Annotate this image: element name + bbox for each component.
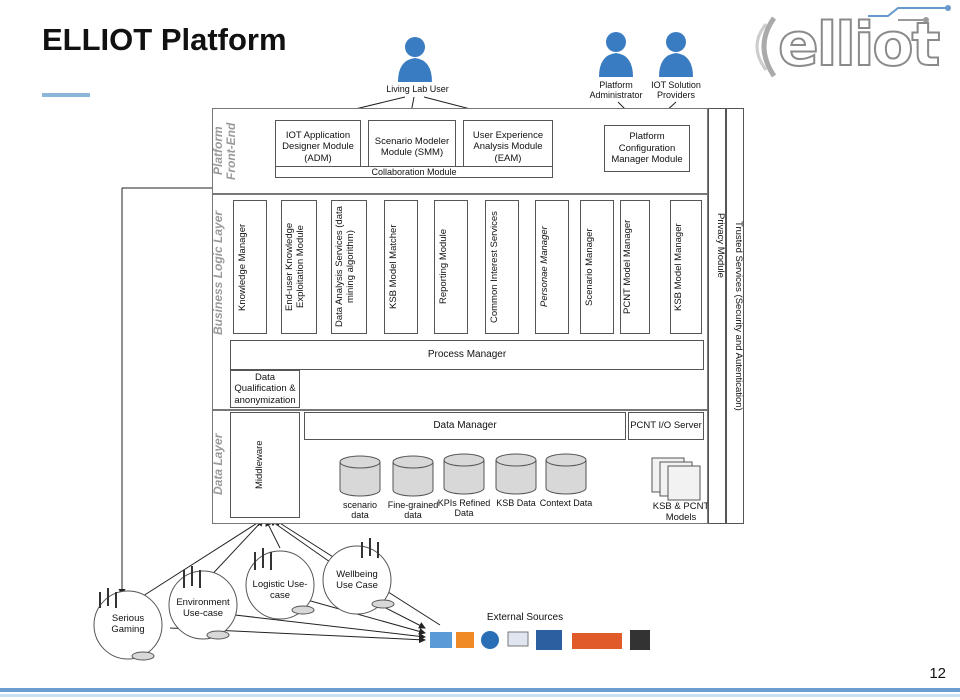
slide-title: ELLIOT Platform: [42, 22, 287, 57]
mail-icon: [507, 631, 529, 647]
db-ksb-label: KSB Data: [496, 498, 536, 508]
platform-admin-icon: [599, 32, 633, 77]
db-scenario-label: scenario data: [342, 500, 378, 521]
logo-text: elliot: [777, 9, 941, 81]
serious-gaming-circle: [93, 590, 163, 660]
db-ksb-body: [495, 460, 537, 495]
logo-graphic: [755, 5, 951, 78]
globe-icon: [481, 631, 499, 649]
external-sources: External Sources: [486, 612, 564, 623]
title-underline: [42, 93, 90, 97]
common-interest-box: [485, 200, 519, 334]
scenario-manager-box: [580, 200, 614, 334]
models-stack-icon: [651, 457, 701, 501]
iot-providers-icon: [659, 32, 693, 77]
db-context-label: Context Data: [539, 498, 593, 508]
folder-icon: [430, 632, 452, 648]
db-context-body: [545, 460, 587, 495]
page-number: 12: [929, 665, 946, 682]
data-qualification: Data Qualification & anonymization: [230, 370, 300, 408]
ksb-manager-box: [670, 200, 702, 334]
ksb-matcher-box: [384, 200, 418, 334]
db-kpi-label: KPIs Refined Data: [437, 498, 491, 519]
elliot-logo: elliot: [748, 2, 956, 90]
db-fine-body: [392, 462, 434, 497]
trusted-bar: [726, 108, 744, 524]
environment-circle: [168, 570, 238, 640]
serious-gaming: Serious Gaming: [111, 613, 145, 635]
data-manager: Data Manager: [304, 412, 626, 440]
privacy-module: Privacy Module: [715, 212, 726, 278]
process-manager: Process Manager: [230, 340, 704, 370]
adm-module: IOT Application Designer Module (ADM): [275, 120, 361, 174]
db-kpi-body: [443, 460, 485, 495]
reporting-box: [434, 200, 468, 334]
footer-bar: [0, 688, 960, 692]
smm-module: Scenario Modeler Module (SMM): [368, 120, 456, 174]
data-analysis-box: [331, 200, 367, 334]
wellbeing-use-case: Wellbeing Use Case: [336, 569, 378, 591]
knowledge-manager-box: [233, 200, 267, 334]
wellbeing-circle: [322, 545, 392, 615]
platform-admin-label: Platform Administrator: [589, 80, 643, 101]
rss-icon: [456, 632, 474, 648]
euke-module-box: [281, 200, 317, 334]
footer-bar-light: [0, 694, 960, 697]
eam-module: User Experience Analysis Module (EAM): [463, 120, 553, 174]
trusted-services: Trusted Services (Security and Autentica…: [733, 221, 744, 411]
models-label: KSB & PCNT Models: [652, 501, 710, 523]
collaboration-module: Collaboration Module: [275, 166, 553, 178]
pcm-module: Platform Configuration Manager Module: [604, 125, 690, 172]
device-icon: [630, 630, 650, 650]
logistic-use-case: Logistic Use-case: [252, 579, 308, 601]
sharepoint-icon: [536, 630, 562, 650]
privacy-bar: [708, 108, 726, 524]
living-lab-user-label: Living Lab User: [386, 84, 449, 94]
iot-providers-label: IOT Solution Providers: [651, 80, 701, 101]
environment-use-case: Environment Use-case: [176, 597, 230, 619]
personae-box: [535, 200, 569, 334]
living-lab-user-icon: [398, 37, 432, 82]
db-scenario-body: [339, 462, 381, 497]
pcnt-model-box: [620, 200, 650, 334]
db-fine-label: Fine-grained data: [387, 500, 439, 521]
pcnt-io-server: PCNT I/O Server: [628, 412, 704, 440]
middleware-box: [230, 412, 300, 518]
bscw-icon: [572, 633, 622, 649]
